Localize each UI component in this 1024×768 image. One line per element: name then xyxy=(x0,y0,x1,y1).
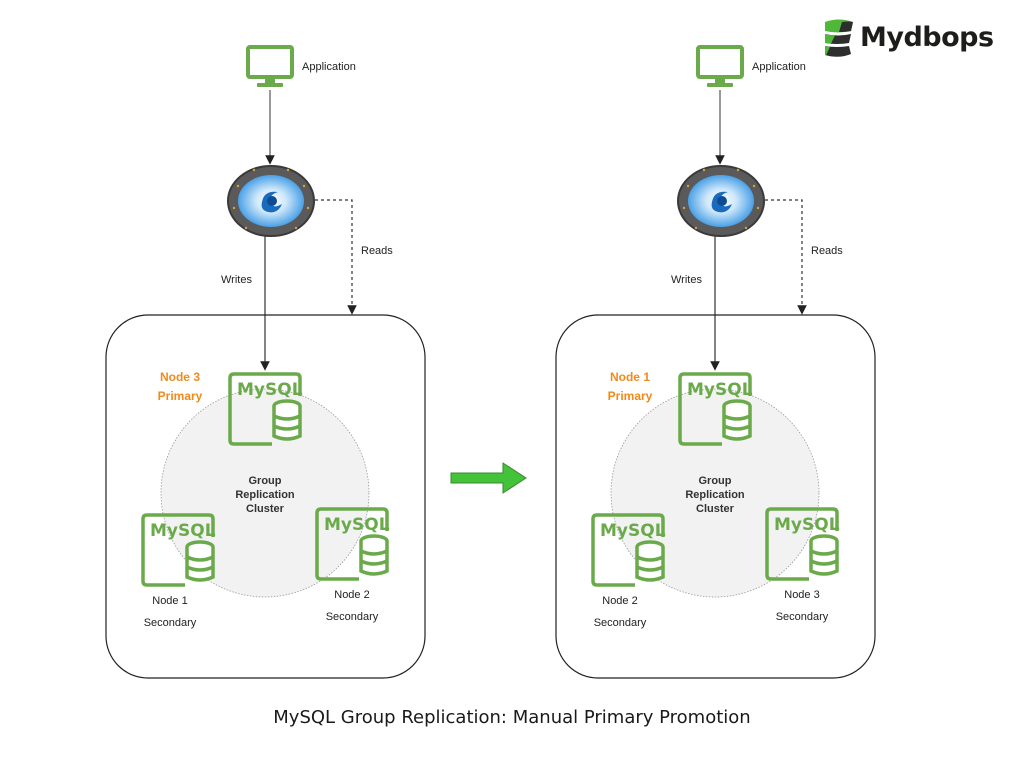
secondary-node-label: Node 2 Secondary xyxy=(316,584,388,628)
cluster-label-line: Replication xyxy=(235,489,295,501)
primary-node-label: Node 1 Primary xyxy=(598,368,662,406)
svg-text:MySQL: MySQL xyxy=(324,515,390,535)
secondary-node-label: Node 2 Secondary xyxy=(584,590,656,634)
application-label: Application xyxy=(302,61,356,73)
node-name: Node 1 xyxy=(152,595,188,607)
node-role: Secondary xyxy=(775,611,829,623)
proxy-router-icon xyxy=(227,165,315,237)
node-name: Node 3 xyxy=(784,589,820,601)
cluster-label-line: Cluster xyxy=(696,503,734,515)
primary-node-name: Node 3 xyxy=(159,370,200,384)
connectors xyxy=(555,90,876,679)
connectors xyxy=(105,90,426,679)
svg-text:MySQL: MySQL xyxy=(237,380,303,400)
proxy-router-icon xyxy=(677,165,765,237)
reads-label: Reads xyxy=(361,245,393,257)
mysql-icon: MySQL xyxy=(141,513,216,587)
svg-text:MySQL: MySQL xyxy=(150,521,216,541)
reads-arrow xyxy=(765,199,807,315)
cluster-label-line: Group xyxy=(248,475,282,487)
writes-label: Writes xyxy=(671,274,702,286)
writes-label: Writes xyxy=(221,274,252,286)
cluster-label-line: Group xyxy=(698,475,732,487)
primary-node-name: Node 1 xyxy=(609,370,650,384)
mysql-icon: MySQL xyxy=(678,372,753,446)
reads-arrow xyxy=(315,199,357,315)
svg-text:MySQL: MySQL xyxy=(600,521,666,541)
panel-before: Application Writes Reads Node 3 Primary … xyxy=(0,0,470,690)
node-role: Secondary xyxy=(593,617,647,629)
monitor-icon xyxy=(246,45,294,87)
brand-name: Mydbops xyxy=(860,22,994,53)
node-name: Node 2 xyxy=(334,589,370,601)
secondary-node-label: Node 3 Secondary xyxy=(766,584,838,628)
mysql-icon: MySQL xyxy=(591,513,666,587)
panel-after: Application Writes Reads Node 1 Primary … xyxy=(450,0,920,690)
cluster-container xyxy=(105,314,426,679)
mysql-icon: MySQL xyxy=(228,372,303,446)
cluster-label: Group Replication Cluster xyxy=(675,474,755,516)
application-label: Application xyxy=(752,61,806,73)
database-stack-logo-icon xyxy=(825,19,853,57)
node-name: Node 2 xyxy=(602,595,638,607)
brand-logo: Mydbops xyxy=(822,16,1002,64)
diagram-caption: MySQL Group Replication: Manual Primary … xyxy=(273,707,751,728)
cluster-label: Group Replication Cluster xyxy=(225,474,305,516)
cluster-container xyxy=(555,314,876,679)
node-role: Secondary xyxy=(325,611,379,623)
monitor-icon xyxy=(696,45,744,87)
cluster-label-line: Cluster xyxy=(246,503,284,515)
primary-node-role: Primary xyxy=(607,389,653,403)
reads-label: Reads xyxy=(811,245,843,257)
svg-text:MySQL: MySQL xyxy=(687,380,753,400)
cluster-label-line: Replication xyxy=(685,489,745,501)
mysql-icon: MySQL xyxy=(765,507,840,581)
primary-node-role: Primary xyxy=(157,389,203,403)
primary-node-label: Node 3 Primary xyxy=(148,368,212,406)
node-role: Secondary xyxy=(143,617,197,629)
secondary-node-label: Node 1 Secondary xyxy=(134,590,206,634)
svg-text:MySQL: MySQL xyxy=(774,515,840,535)
right-arrow-icon xyxy=(450,462,527,494)
mysql-icon: MySQL xyxy=(315,507,390,581)
